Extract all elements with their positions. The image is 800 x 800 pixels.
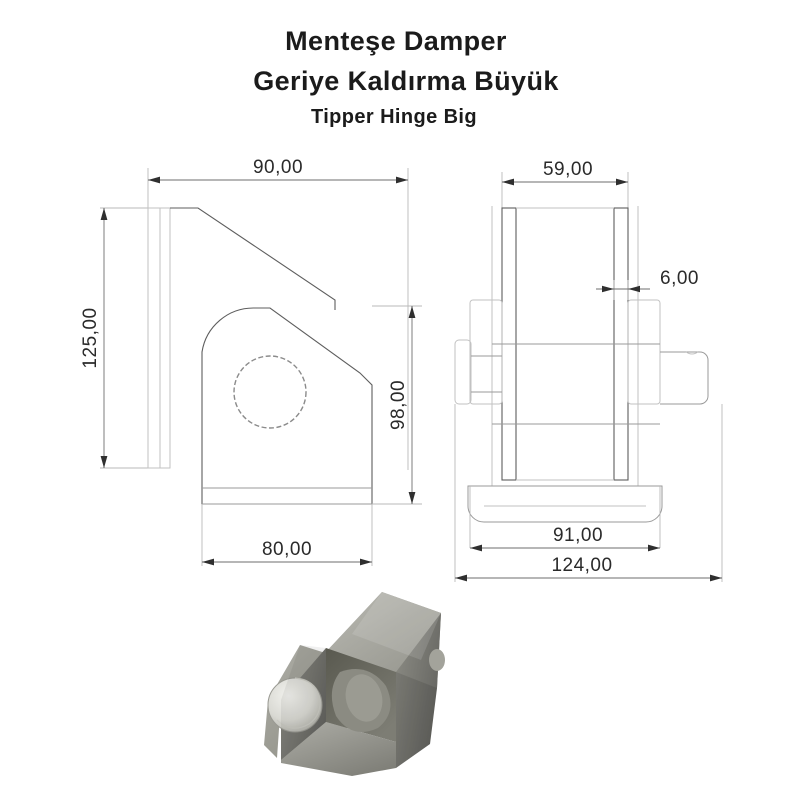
front-right-pin-groove xyxy=(685,351,699,355)
dim-arrow-98-top xyxy=(408,306,416,318)
dim-label-59: 59,00 xyxy=(543,159,593,180)
dim-label-90: 90,00 xyxy=(253,157,303,178)
dim-label-80: 80,00 xyxy=(262,539,312,560)
dim-arrow-91-left xyxy=(470,544,482,552)
render-shadow-left xyxy=(281,645,326,760)
render-pin-stub xyxy=(429,649,445,671)
dim-arrow-125-bottom xyxy=(100,456,108,468)
dim-label-124: 124,00 xyxy=(551,555,612,576)
dim-arrow-80-right xyxy=(360,558,372,566)
dim-arrow-124-right xyxy=(710,574,722,582)
dim-arrow-80-left xyxy=(202,558,214,566)
front-left-pin-head xyxy=(454,339,472,405)
dim-arrow-6-left xyxy=(602,285,614,293)
render-lug-boss xyxy=(345,674,383,722)
render-right-wall xyxy=(396,613,441,768)
front-left-boss xyxy=(469,299,503,405)
front-right-boss xyxy=(627,299,661,405)
side-back-plate xyxy=(147,207,171,469)
dim-arrow-90-right xyxy=(396,176,408,184)
render-shadow-right xyxy=(396,672,437,768)
render-highlight-top xyxy=(352,592,441,660)
dim-arrow-59-left xyxy=(502,178,514,186)
product-render-group xyxy=(264,592,445,776)
side-pivot-hole xyxy=(233,355,307,429)
dim-label-125: 125,00 xyxy=(80,307,101,368)
dim-arrow-125-top xyxy=(100,208,108,220)
dim-label-98: 98,00 xyxy=(388,380,409,430)
side-view-group: 90,00 125,00 xyxy=(80,157,422,566)
dim-arrow-6-right xyxy=(628,285,640,293)
dim-arrow-91-right xyxy=(648,544,660,552)
front-view-group: 59,00 xyxy=(454,159,723,582)
dim-arrow-90-left xyxy=(148,176,160,184)
side-lug-outline xyxy=(201,307,373,505)
side-upper-slope xyxy=(170,207,336,310)
render-pin-highlight xyxy=(276,677,321,729)
dim-arrow-124-left xyxy=(455,574,467,582)
dim-label-91: 91,00 xyxy=(553,525,603,546)
render-base-slab xyxy=(281,722,396,776)
front-right-pin-shaft xyxy=(660,351,709,405)
dim-arrow-59-right xyxy=(616,178,628,186)
dim-label-6: 6,00 xyxy=(660,268,699,289)
front-base-plate xyxy=(467,485,663,523)
dim-arrow-98-bottom xyxy=(408,492,416,504)
